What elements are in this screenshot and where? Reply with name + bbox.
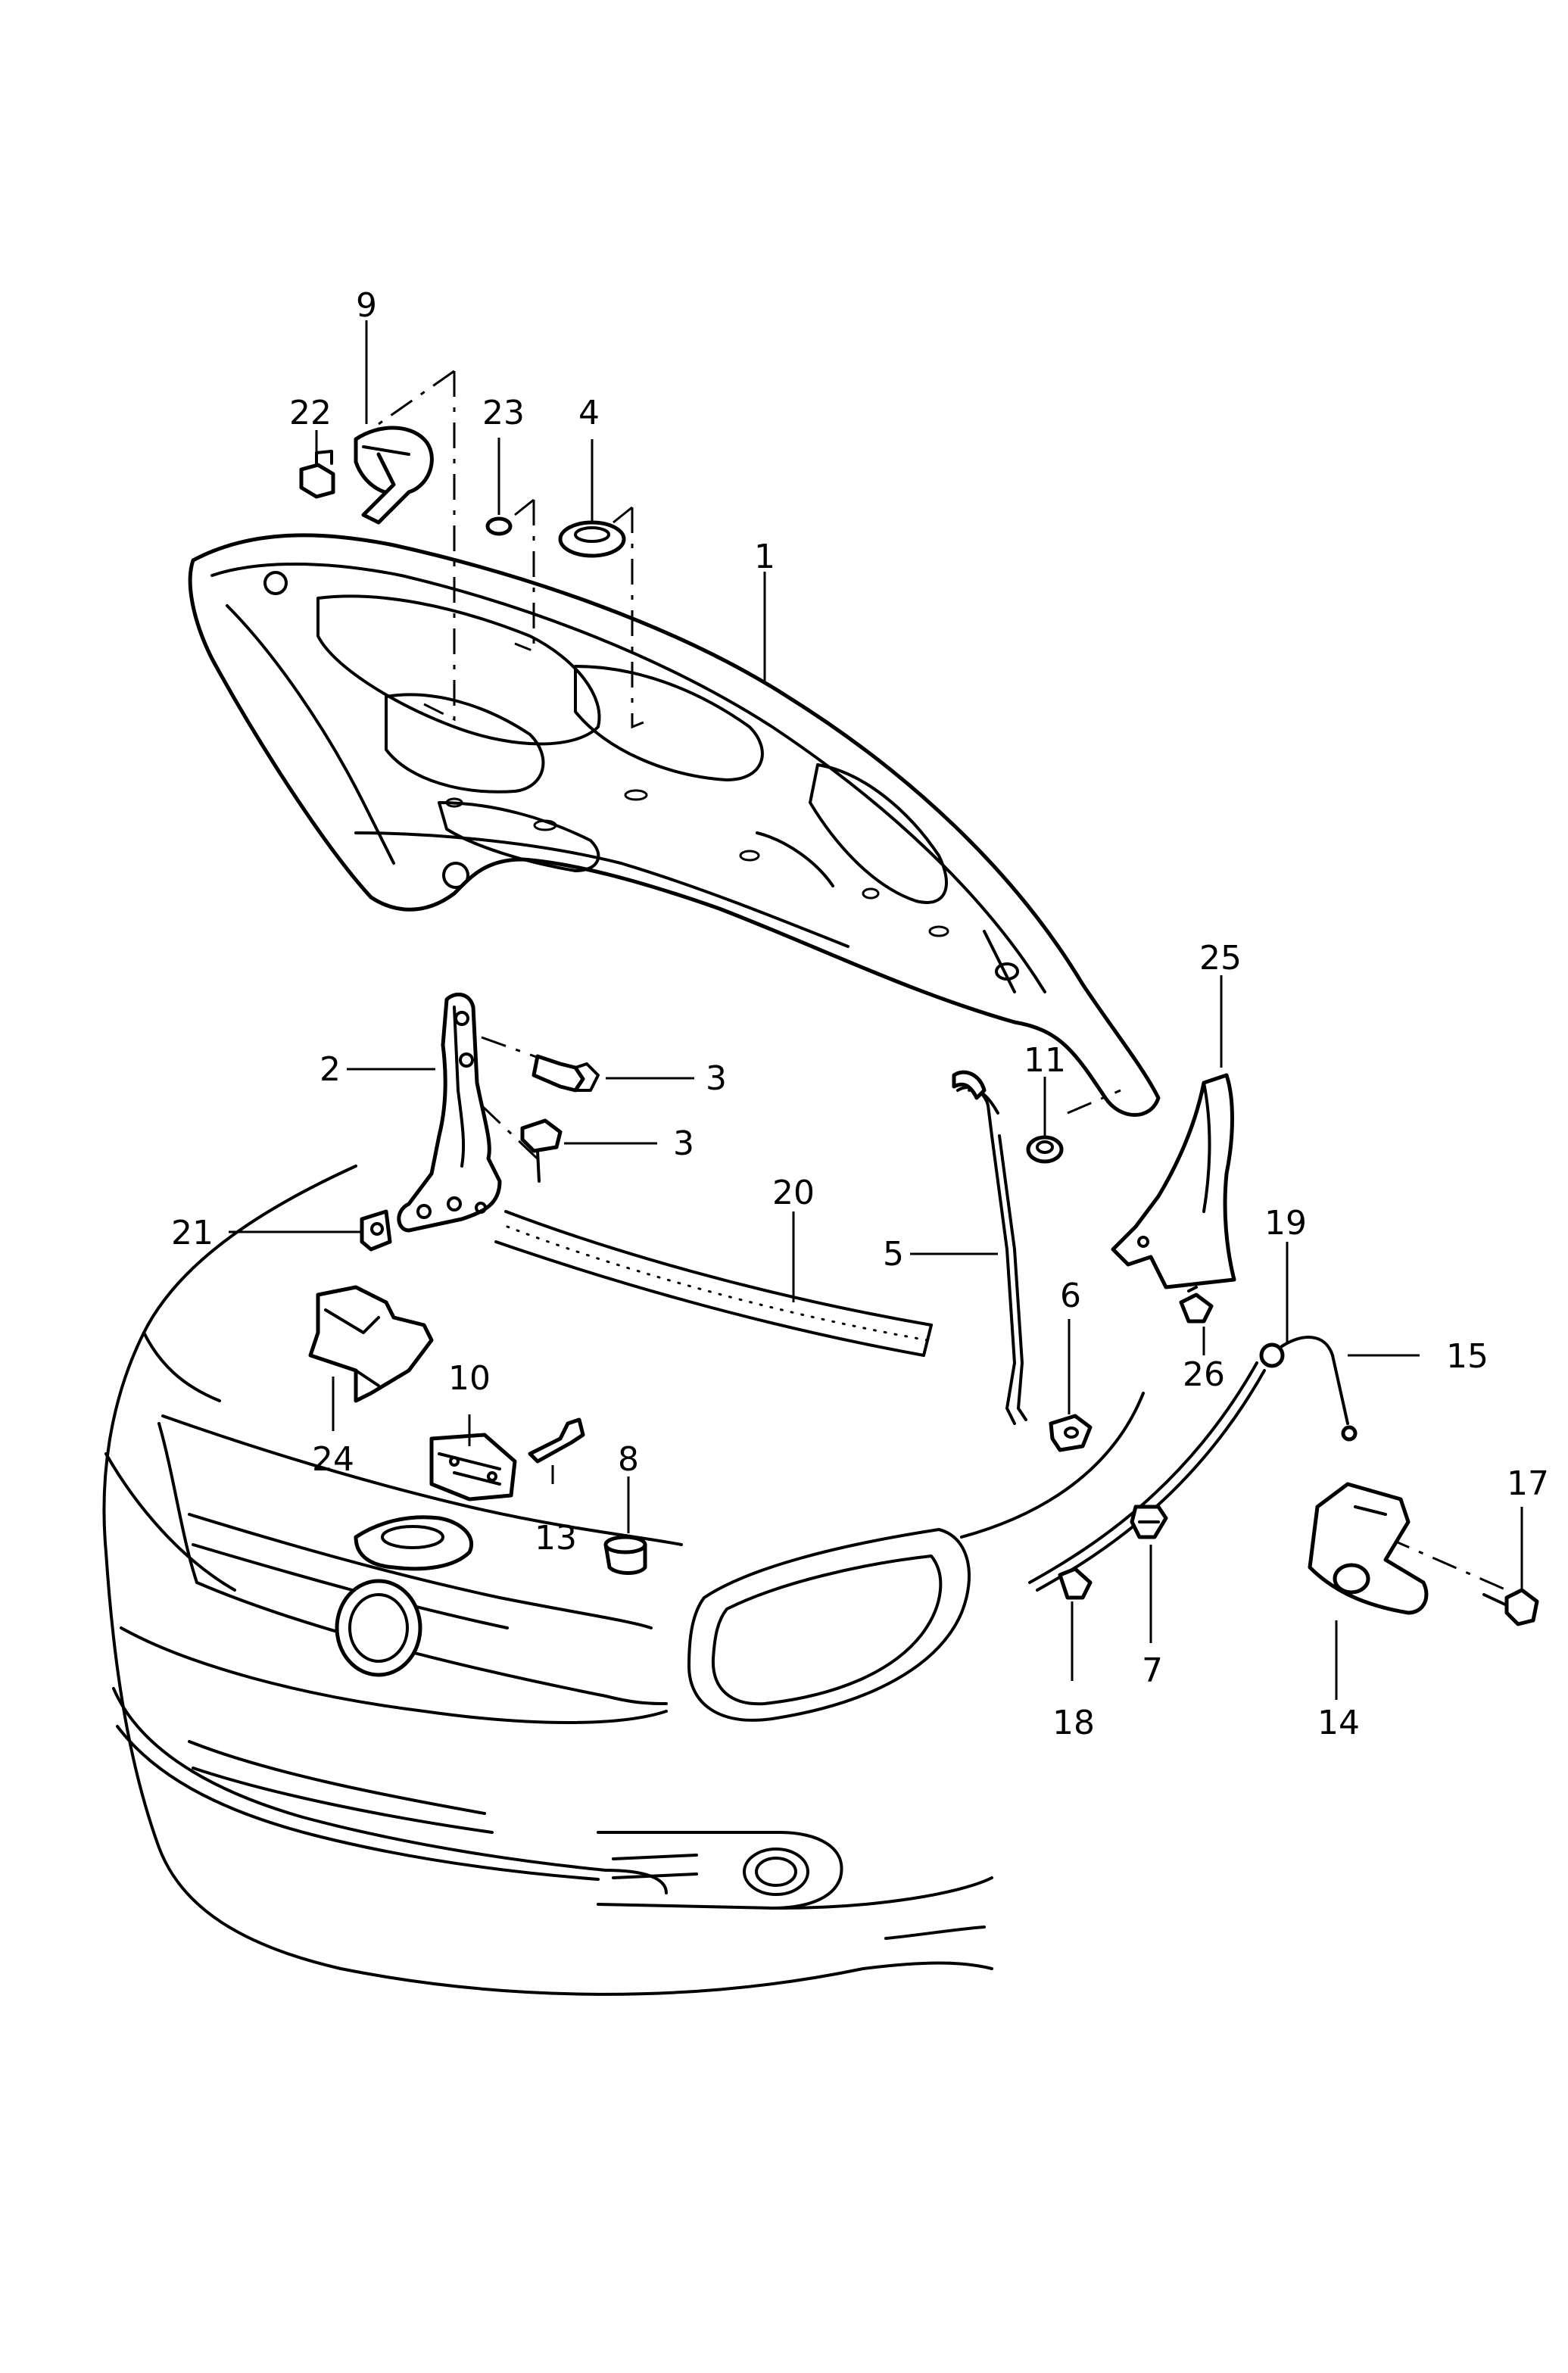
vehicle-front-body [102,1165,1145,1996]
part-4-buffer [558,520,626,558]
callout-22: 22 [289,394,332,432]
part-11-grommet [1026,1135,1064,1164]
callout-26: 26 [1183,1355,1225,1394]
part-7-clip [1130,1505,1168,1539]
callout-10: 10 [448,1359,491,1398]
part-8-plug [603,1535,647,1575]
part-6-holder [1049,1414,1093,1452]
part-5-support-rod [952,1070,1027,1425]
part-13-screw [528,1417,585,1464]
callout-14: 14 [1317,1704,1360,1742]
part-14-release-handle [1308,1482,1429,1615]
part-3-bolt-upper [531,1054,600,1093]
part-23-seal [485,516,513,536]
part-3-bolt-lower [520,1118,563,1183]
callout-7: 7 [1142,1651,1163,1690]
headlight-outline [687,1528,971,1722]
callout-6: 6 [1060,1277,1081,1315]
callout-1: 1 [754,538,775,576]
part-9-lock-hook [354,426,434,525]
part-18-clip [1058,1567,1093,1600]
part-24-lock-bracket [308,1285,434,1403]
callout-3-lower: 3 [673,1124,694,1163]
part-17-screw [1482,1588,1539,1626]
callout-13: 13 [535,1519,577,1558]
callout-19: 19 [1264,1204,1307,1243]
part-22-bolt [299,450,335,499]
callout-4: 4 [578,394,600,432]
callout-5: 5 [883,1235,904,1274]
callout-20: 20 [772,1174,815,1212]
part-26-clip [1179,1286,1214,1324]
callout-8: 8 [618,1440,639,1479]
part-2-hinge [397,992,502,1233]
assembly-lines [378,370,1507,1592]
callout-24: 24 [312,1440,354,1479]
hood-panel [188,533,1161,1117]
callout-21: 21 [171,1214,214,1252]
part-21-bracket [360,1209,392,1252]
callout-23: 23 [482,394,525,432]
part-25-cover [1111,1073,1236,1289]
callout-9: 9 [356,286,377,325]
callout-17: 17 [1507,1464,1549,1503]
callout-18: 18 [1052,1704,1095,1742]
part-10-lock [429,1433,517,1501]
callout-15: 15 [1446,1337,1489,1376]
callout-11: 11 [1024,1041,1066,1080]
leader-lines [229,320,1523,1700]
callout-2: 2 [320,1050,341,1089]
part-20-seal-strip [494,1210,933,1357]
callout-labels: 1 2 3 3 4 5 6 7 8 9 10 11 13 14 15 17 18… [171,286,1549,1742]
callout-3-upper: 3 [706,1059,727,1098]
badge-emblem [335,1579,422,1677]
callout-25: 25 [1199,939,1242,978]
